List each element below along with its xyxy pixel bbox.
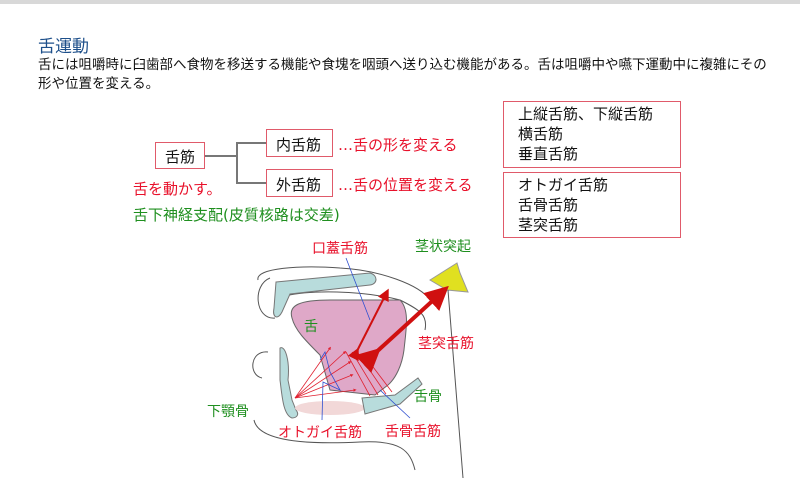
- label-tongue: 舌: [304, 319, 318, 335]
- page-title: 舌運動: [38, 37, 89, 57]
- tongue-shape: [290, 299, 407, 396]
- label-hyoid: 舌骨: [414, 389, 442, 405]
- genioglossus-leader: [319, 350, 341, 421]
- tree-connector: [205, 155, 238, 157]
- root-note-nerve: 舌下神経支配(皮質核路は交差): [133, 206, 340, 224]
- extrinsic-muscle-list: オトガイ舌筋 舌骨舌筋 茎突舌筋: [503, 172, 681, 238]
- label-palatoglossus: 口蓋舌筋: [312, 241, 368, 257]
- list-item: 上縦舌筋、下縦舌筋: [518, 105, 654, 123]
- root-box-tongue-muscles: 舌筋: [155, 142, 205, 169]
- styloglossus-arrow: [355, 285, 449, 373]
- list-item: 茎突舌筋: [518, 216, 579, 234]
- list-item: 横舌筋: [518, 125, 564, 143]
- hyoid-bone: [361, 377, 423, 415]
- top-bar: [0, 0, 800, 4]
- intrinsic-muscle-list: 上縦舌筋、下縦舌筋 横舌筋 垂直舌筋: [503, 101, 681, 168]
- mandible-bone: [279, 347, 299, 419]
- label-mandible: 下顎骨: [207, 404, 249, 420]
- tree-connector: [236, 182, 267, 184]
- upper-jaw-bone: [273, 272, 377, 318]
- genioglossus-fibers: [294, 346, 357, 399]
- label-genioglossus: オトガイ舌筋: [278, 425, 362, 441]
- label-hyoglossus: 舌骨舌筋: [385, 424, 441, 440]
- list-item: 舌骨舌筋: [518, 196, 579, 214]
- label-styloglossus: 茎突舌筋: [418, 336, 474, 352]
- floor-of-mouth: [295, 401, 365, 415]
- extrinsic-box: 外舌筋: [266, 169, 333, 197]
- styloid-process: [429, 262, 469, 293]
- root-note-move: 舌を動かす。: [133, 180, 222, 198]
- tree-connector: [236, 142, 238, 182]
- tree-connector: [236, 142, 267, 144]
- neck-line: [447, 289, 464, 479]
- intrinsic-note: …舌の形を変える: [338, 136, 458, 154]
- label-styloid: 茎状突起: [415, 239, 471, 255]
- list-item: オトガイ舌筋: [518, 176, 609, 194]
- list-item: 垂直舌筋: [518, 145, 579, 163]
- intrinsic-box: 内舌筋: [266, 129, 333, 157]
- extrinsic-note: …舌の位置を変える: [338, 176, 473, 194]
- description: 舌には咀嚼時に臼歯部へ食物を移送する機能や食塊を咽頭へ送り込む機能がある。舌は咀…: [38, 57, 767, 92]
- hyoglossus-leader: [379, 389, 411, 419]
